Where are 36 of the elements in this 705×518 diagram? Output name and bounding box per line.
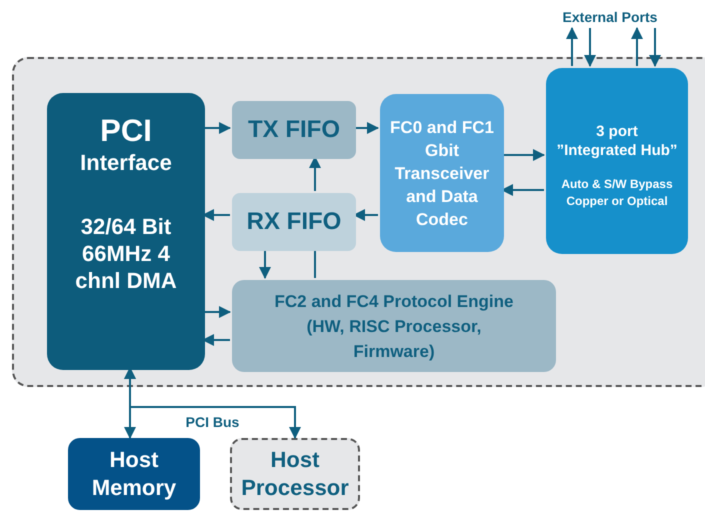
node-title: Host Memory: [90, 446, 178, 502]
arrow: [202, 209, 230, 221]
node-title: 3 port ”Integrated Hub”: [556, 122, 678, 160]
arrow: [566, 27, 578, 66]
node-title: External Ports: [562, 8, 658, 26]
hub-block: [546, 68, 688, 254]
arrow: [353, 209, 378, 221]
arrow: [501, 184, 544, 196]
node-title: RX FIFO: [246, 207, 342, 237]
arrow: [202, 334, 230, 346]
arrow: [309, 156, 321, 191]
node-title: FC2 and FC4 Protocol Engine (HW, RISC Processor, Firmware): [274, 290, 514, 362]
node-text: Interface: [80, 149, 172, 177]
fifo-block: [232, 193, 356, 251]
node-text: 32/64 Bit 66MHz 4 chnl DMA: [74, 213, 178, 294]
processor-block: [230, 438, 360, 510]
interface-block: [47, 93, 205, 370]
memory-block: [68, 438, 200, 510]
arrow: [502, 149, 545, 161]
arrow: [203, 122, 231, 134]
arrow: [649, 28, 661, 67]
node-title: Host Processor: [240, 446, 350, 502]
fifo-block: [232, 101, 356, 159]
arrow: [203, 306, 231, 318]
node-title: FC0 and FC1 Gbit Transceiver and Data Codec: [389, 116, 495, 230]
node-text: Auto & S/W Bypass Copper or Optical: [560, 176, 674, 210]
arrow: [584, 28, 596, 67]
arrow: [354, 122, 379, 134]
card-background: [12, 57, 705, 387]
arrow: [631, 27, 643, 66]
arrow: [124, 367, 301, 439]
arrow: [259, 249, 271, 279]
protocol-engine-block: [232, 280, 556, 372]
transceiver-block: [380, 94, 504, 252]
node-title: TX FIFO: [248, 115, 340, 145]
node-title: PCI: [100, 113, 152, 149]
